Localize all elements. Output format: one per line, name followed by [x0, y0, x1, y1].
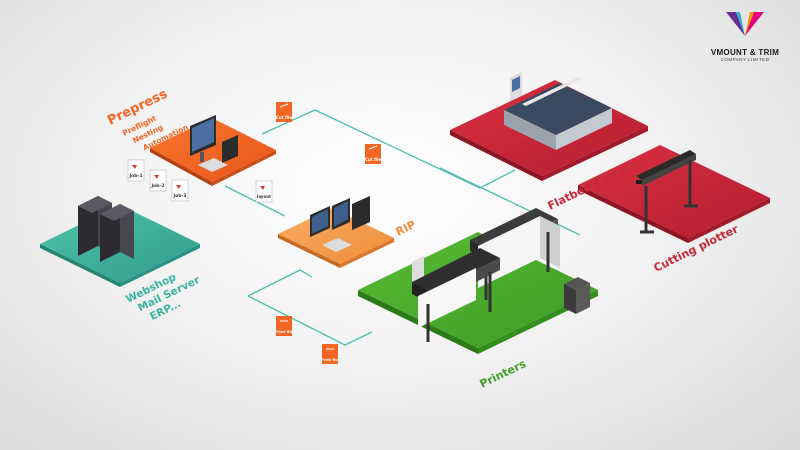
- logo-name: VMOUNT & TRIM: [710, 48, 780, 57]
- print-file-1-doc-icon: Print file: [275, 316, 294, 336]
- job-2-label: Job-2: [151, 183, 165, 189]
- cutting-plotter-icon: [636, 150, 698, 234]
- plotter-platform: [578, 145, 770, 243]
- print-kiosk-icon: [564, 277, 590, 314]
- job-1-doc-icon: Job-1: [127, 159, 145, 182]
- connector-print-files: [247, 295, 373, 346]
- job-3-doc-icon: Job-3: [171, 179, 189, 202]
- printers-label-group: Printers: [478, 357, 529, 391]
- print-file-2-doc-icon: Print file: [321, 344, 340, 364]
- company-logo: VMOUNT & TRIM COMPANY LIMITED: [697, 10, 793, 62]
- connector-rip-printers: [247, 269, 313, 297]
- document-icons: Job-1 Job-2 Job-3 layout Cut file Cut fi…: [127, 102, 381, 364]
- job-1-label: Job-1: [129, 173, 143, 179]
- cut-file-1-label: Cut file: [276, 115, 292, 120]
- prepress-platform: [150, 118, 276, 186]
- rip-label: RIP: [394, 218, 418, 239]
- cut-file-1-doc-icon: Cut file: [276, 102, 292, 122]
- connector-prepress-rip: [224, 185, 286, 217]
- server-towers-icon: [78, 196, 134, 262]
- prepress-workstation-icon: [190, 115, 238, 172]
- rip-platform: [278, 208, 394, 268]
- vmount-logo-icon: [726, 12, 764, 36]
- layout-doc-icon: layout: [255, 180, 273, 203]
- printers-label: Printers: [478, 357, 529, 391]
- flatbed-cutter-icon: [504, 72, 612, 150]
- rip-label-group: RIP: [394, 218, 418, 239]
- logo-subtitle: COMPANY LIMITED: [720, 57, 770, 62]
- job-3-label: Job-3: [173, 193, 187, 199]
- printer-small-icon: [412, 248, 500, 342]
- cut-file-2-doc-icon: Cut file: [365, 144, 381, 164]
- print-file-1-label: Print file: [275, 329, 294, 334]
- job-2-doc-icon: Job-2: [149, 169, 167, 192]
- layout-label: layout: [257, 194, 271, 199]
- printer-large-icon: [470, 208, 560, 300]
- cut-file-2-label: Cut file: [365, 157, 381, 162]
- print-file-2-label: Print file: [321, 357, 340, 362]
- rip-workstation-icon: [310, 196, 370, 252]
